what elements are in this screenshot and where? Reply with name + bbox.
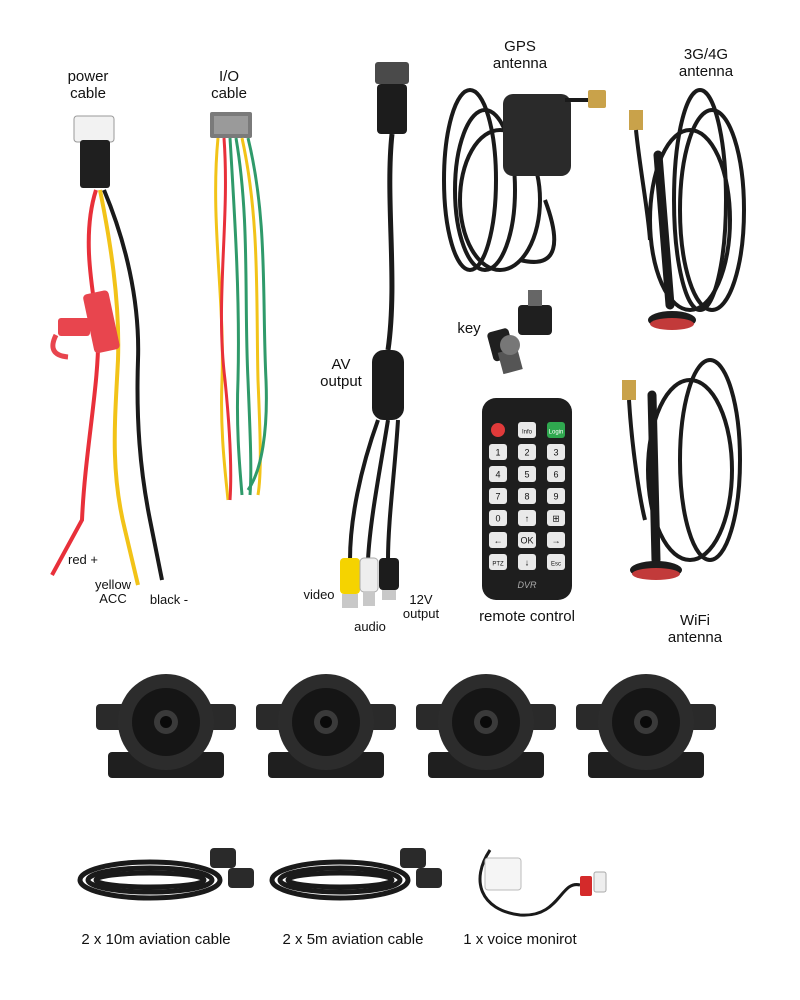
remote-key: [518, 444, 536, 460]
remote-key: [489, 444, 507, 460]
remote-key-label: 6: [553, 470, 558, 480]
cell-antenna-label-line2: antenna: [678, 63, 734, 80]
remote-key-label: 2: [524, 448, 529, 458]
remote-key-label: Esc: [551, 562, 561, 568]
keys: [487, 290, 552, 375]
remote-key-label: Login: [549, 430, 564, 436]
cell-antenna-device: [629, 88, 746, 330]
remote-key: [518, 554, 536, 570]
remote-key: [489, 488, 507, 504]
yellow-wire-label-line1: yellow: [94, 577, 132, 592]
gps-antenna-label: GPS antenna: [480, 38, 560, 72]
remote-key: [547, 510, 565, 526]
remote-key-label: ↓: [525, 558, 530, 568]
remote-key-label: 0: [495, 514, 500, 524]
remote-key: [518, 488, 536, 504]
power-cable-label: power cable: [52, 68, 124, 102]
av-output-label: AV output: [310, 356, 372, 390]
gps-antenna-label-line1: GPS: [504, 38, 536, 55]
wifi-antenna-label: WiFi antenna: [652, 612, 738, 646]
remote-buttons: Info Login 1 2 3 4 5 6 7 8 9 0 ↑ ⊞ ← OK → PTZ ↓ Esc: [489, 422, 565, 570]
remote-key: [547, 532, 565, 548]
remote-key: [489, 510, 507, 526]
remote-key: [518, 532, 536, 548]
black-wire-label: black -: [149, 592, 189, 607]
remote-key-label: PTZ: [492, 562, 504, 568]
remote-key: [518, 466, 536, 482]
remote-key: [547, 466, 565, 482]
remote-key-label: ⊞: [552, 514, 560, 524]
remote-key: [518, 510, 536, 526]
remote-key-label: OK: [520, 536, 533, 546]
yellow-wire-label-line2: ACC: [99, 591, 127, 606]
remote-key-label: 1: [495, 448, 500, 458]
remote-key-label: 5: [524, 470, 529, 480]
remote-key: [547, 488, 565, 504]
power-cable-label-line1: power: [67, 68, 109, 85]
video-label: video: [303, 587, 335, 602]
power-cable-label-line2: cable: [70, 85, 106, 102]
av-output-label-line2: output: [320, 373, 362, 390]
remote-key-label: →: [552, 536, 561, 546]
remote-key-label: ↑: [525, 514, 530, 524]
voice-monitor-caption: 1 x voice monirot: [463, 931, 577, 948]
io-cable: [210, 112, 268, 501]
io-cable-label-line2: cable: [211, 85, 247, 102]
io-cable-label-line1: I/O: [218, 68, 239, 85]
12v-output-label-line1: 12V: [409, 592, 433, 607]
wifi-antenna-device: [622, 358, 742, 580]
power-cable: [50, 115, 164, 586]
camera: [256, 674, 396, 778]
gps-antenna-label-line2: antenna: [492, 55, 548, 72]
yellow-wire-label: yellow ACC: [88, 578, 138, 606]
remote-key: [489, 554, 507, 570]
remote-key-label: 4: [495, 470, 500, 480]
cell-antenna-label: 3G/4G antenna: [666, 46, 746, 80]
remote-key: [489, 466, 507, 482]
aviation-cable-10m: [77, 848, 254, 901]
12v-output-label-line2: output: [402, 606, 440, 621]
gps-antenna-device: [442, 88, 606, 272]
12v-output-label: 12V output: [396, 593, 446, 621]
remote-control-label: remote control: [479, 608, 575, 625]
remote-key-label: ←: [494, 536, 503, 546]
remote-key: [547, 554, 565, 570]
remote-key: [547, 422, 565, 438]
power-button-icon: [491, 423, 505, 437]
audio-label: audio: [354, 619, 386, 634]
av-cable: [340, 62, 409, 608]
wifi-antenna-label-line1: WiFi: [680, 612, 710, 629]
remote-key: [547, 444, 565, 460]
remote-key-label: 9: [553, 492, 558, 502]
av-output-label-line1: AV: [331, 356, 351, 373]
remote-key: [489, 532, 507, 548]
io-cable-label: I/O cable: [196, 68, 262, 102]
voice-monitor: [478, 849, 607, 917]
cell-antenna-label-line1: 3G/4G: [683, 46, 729, 63]
remote-key: [518, 422, 536, 438]
cable-10m-caption: 2 x 10m aviation cable: [81, 931, 231, 948]
remote-key-label: 3: [553, 448, 558, 458]
remote-key-label: Info: [522, 430, 533, 436]
cameras: [96, 674, 716, 778]
aviation-cable-5m: [269, 848, 442, 901]
remote-control: Info Login 1 2 3 4 5 6 7 8 9 0 ↑ ⊞ ← OK → PTZ ↓ Esc DVR: [482, 398, 572, 600]
camera: [96, 674, 236, 778]
key-label: key: [457, 320, 481, 337]
wifi-antenna-label-line2: antenna: [667, 629, 723, 646]
camera: [576, 674, 716, 778]
red-wire-label: red +: [68, 552, 98, 567]
remote-key-label: 7: [495, 492, 500, 502]
camera: [416, 674, 556, 778]
cable-5m-caption: 2 x 5m aviation cable: [282, 931, 424, 948]
remote-key-label: 8: [524, 492, 529, 502]
remote-brand: DVR: [517, 580, 537, 590]
